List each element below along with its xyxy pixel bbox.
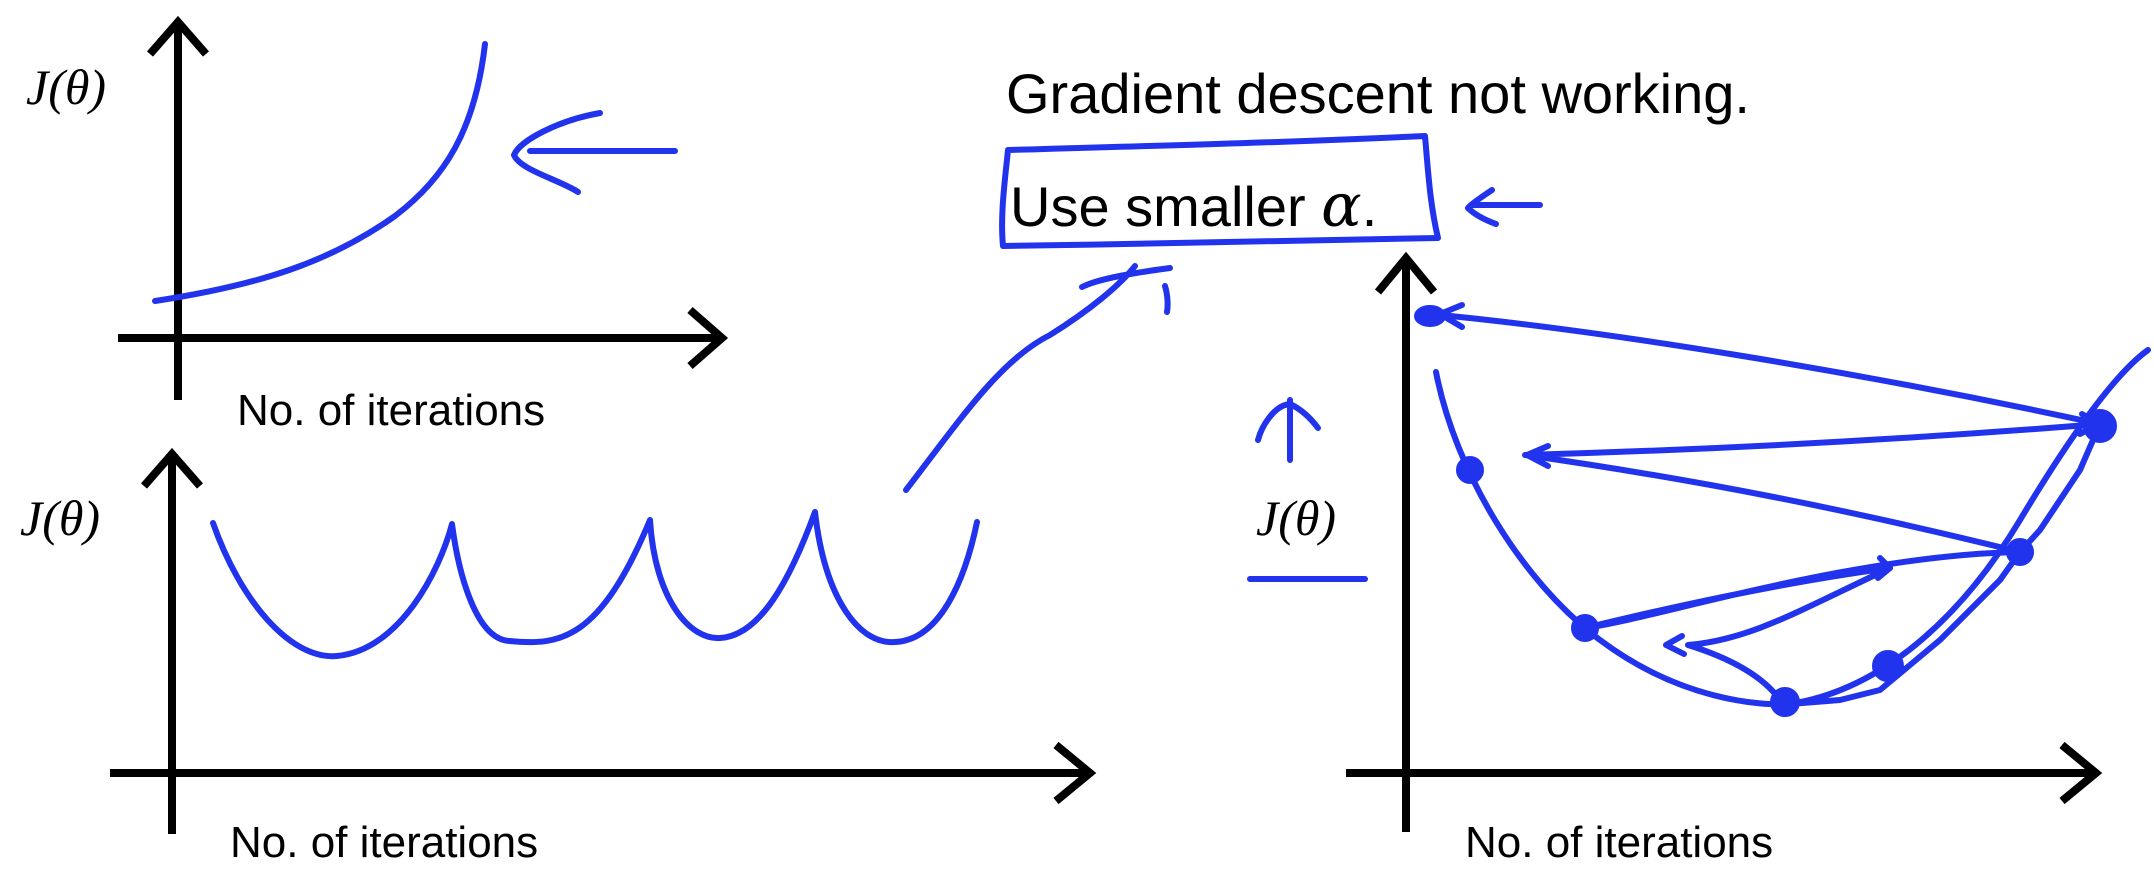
oscillating-cost-curve (210, 509, 980, 660)
x-axis-arrowhead (687, 306, 729, 370)
descent-steps-right-branch (1787, 421, 2103, 707)
x-axis-label: No. of iterations (230, 818, 538, 867)
y-axis-arrowhead (146, 15, 210, 57)
increasing-cost-curve (152, 41, 488, 304)
iteration-point (1414, 305, 1446, 327)
iteration-point (2083, 409, 2117, 443)
message-line-1: Gradient descent not working. (1006, 62, 1750, 125)
y-axis-label: J(θ) (20, 490, 100, 546)
iteration-point (1571, 614, 1599, 642)
iteration-point (1456, 456, 1484, 484)
x-axis-arrowhead (2059, 741, 2103, 805)
iteration-point (1872, 650, 1904, 682)
y-axis-arrowhead (1374, 251, 1438, 295)
pointer-arrow-to-box (1465, 187, 1543, 227)
plot-top-left: J(θ) No. of iterations (26, 15, 729, 435)
message-line-2-prefix: Use smaller (1010, 175, 1321, 238)
iteration-point (2006, 538, 2034, 566)
highlight-box (999, 133, 1441, 249)
message-line-2-suffix: . (1362, 175, 1378, 238)
alpha-symbol: α (1321, 171, 1362, 241)
ylabel-annotation-arrow (1255, 397, 1321, 463)
pointer-arrow-top-left (511, 110, 678, 195)
plot-bottom-left: J(θ) No. of iterations (20, 263, 1173, 867)
y-axis-label: J(θ) (1256, 490, 1336, 546)
x-axis-label: No. of iterations (1465, 818, 1773, 867)
plot-right: J(θ) No. of iterations (1247, 251, 2151, 867)
y-axis-arrowhead (140, 447, 204, 489)
x-axis-arrowhead (1053, 741, 1097, 805)
pointer-arrow-to-message (903, 263, 1173, 493)
message-line-2: Use smaller α. (1010, 171, 1377, 241)
message-area: Gradient descent not working. Use smalle… (999, 62, 1750, 249)
y-axis-label: J(θ) (26, 59, 106, 115)
iteration-point (1770, 687, 1800, 717)
x-axis-label: No. of iterations (237, 386, 545, 435)
overshooting-path (1427, 311, 2103, 703)
